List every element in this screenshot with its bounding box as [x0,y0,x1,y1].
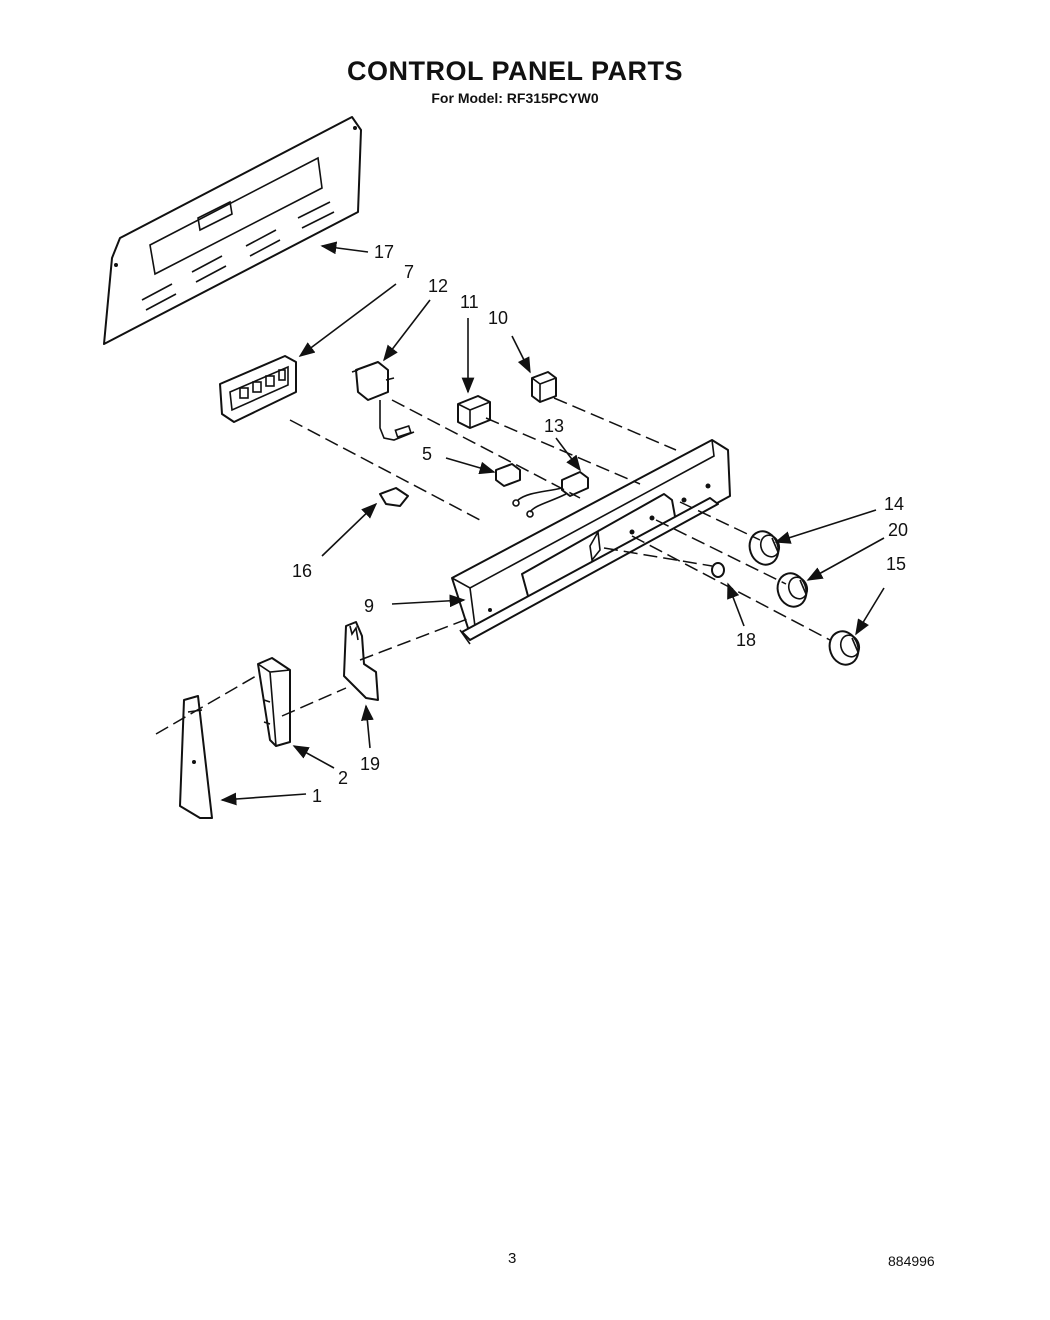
part-15-knob [828,630,861,666]
part-9-control-console [451,439,731,645]
callout-5: 5 [422,444,432,464]
callout-7: 7 [404,262,414,282]
callout-19: 19 [360,754,380,774]
page-number: 3 [508,1250,517,1267]
callout-13: 13 [544,416,564,436]
part-11-switch [457,395,491,429]
callout-9: 9 [364,596,374,616]
part-16-clip [379,487,409,507]
callout-15: 15 [886,554,906,574]
callout-2: 2 [338,768,348,788]
part-10-switch [531,371,557,403]
callout-14: 14 [884,494,904,514]
callout-20: 20 [888,520,908,540]
callout-18: 18 [736,630,756,650]
part-20-knob [776,572,809,608]
part-18-insert [711,562,725,578]
part-17-shield [103,116,362,345]
model-subtitle: For Model: RF315PCYW0 [431,90,599,106]
document-number: 884996 [888,1253,935,1269]
part-5-connector [495,463,521,487]
callout-labels: 17 7 12 11 10 13 5 14 20 15 16 9 18 19 2… [292,242,908,806]
part-12-thermostat [351,361,415,441]
part-1-side-trim [179,695,213,819]
part-19-bracket [343,621,379,701]
callout-1: 1 [312,786,322,806]
part-2-end-cap [257,657,291,747]
callout-10: 10 [488,308,508,328]
callout-17: 17 [374,242,394,262]
callout-12: 12 [428,276,448,296]
callout-16: 16 [292,561,312,581]
part-13-terminal-block [512,471,589,518]
callout-11: 11 [460,292,479,312]
part-7-clock-module [219,355,297,423]
leader-arrows [220,241,885,806]
part-14-knob [748,530,781,566]
page-title: CONTROL PANEL PARTS [346,56,684,86]
